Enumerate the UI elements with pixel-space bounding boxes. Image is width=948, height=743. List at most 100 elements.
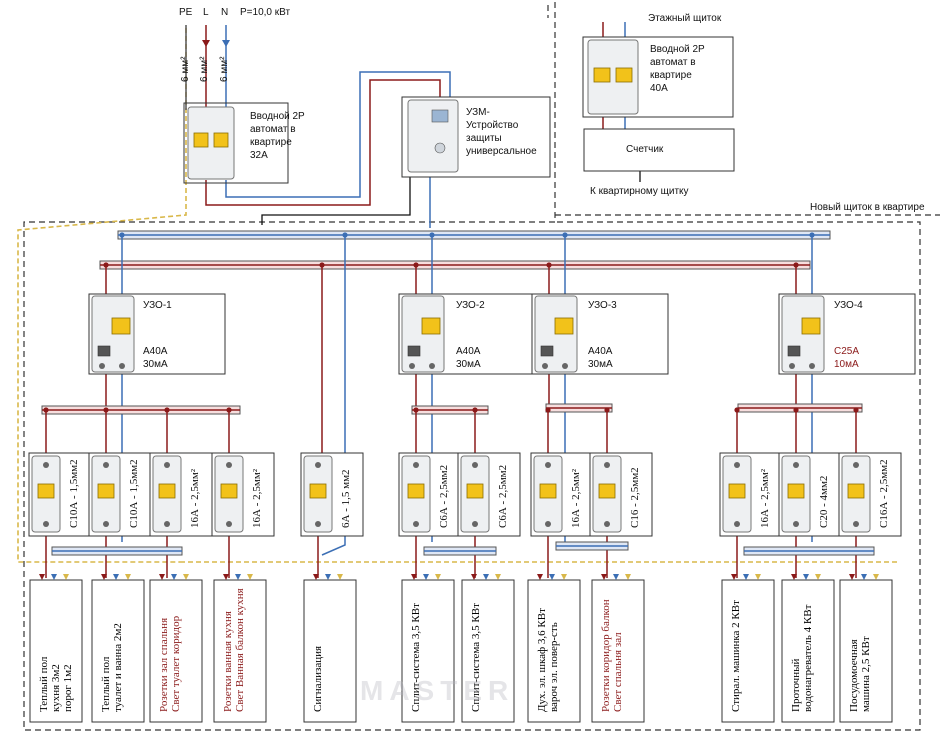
bus-tap-n-4 (809, 232, 815, 238)
breaker-1-label: С10А - 1,5мм2 (68, 459, 80, 528)
breaker-11-terminal-bottom (793, 521, 799, 527)
uzm-label: УЗМ- Устройство защиты универсальное (466, 107, 537, 157)
breaker-12-terminal-bottom (853, 521, 859, 527)
breaker-10-handle (728, 483, 746, 499)
breaker-5-handle (309, 483, 327, 499)
load-4-pin-1 (223, 574, 229, 580)
floor-breaker-body (587, 39, 639, 115)
n-label: N (221, 7, 229, 18)
rcd-3-test-window (540, 345, 554, 357)
load-4-line2: Свет Ванная балкон кухня (234, 588, 246, 712)
load-4-line1: Розетки ванная кухня (222, 611, 234, 712)
load-3-box (149, 579, 203, 723)
load-2-box (91, 579, 145, 723)
rcd-2-rating: А40А 30мА (456, 346, 481, 370)
breaker-10-label: 16А - 2,5мм² (759, 468, 771, 528)
load-12-pin-2 (861, 574, 867, 580)
breaker-2-terminal-top (103, 462, 109, 468)
breaker-9-handle (598, 483, 616, 499)
load-11-line1: Проточный (790, 658, 802, 712)
load-11-line2: водонагреватель 4 КВт (802, 604, 814, 712)
load-10-pin-1 (731, 574, 737, 580)
rcd-3-terminal-1 (542, 363, 548, 369)
alarm-feed-n (321, 235, 346, 556)
meter-label: Счетчик (626, 144, 664, 155)
new-panel-label: Новый щиток в квартире (810, 202, 925, 213)
load-5-pin-1 (313, 574, 319, 580)
floor-breaker-handle-1 (593, 67, 611, 83)
load-3-pin-3 (183, 574, 189, 580)
main-breaker-frame (183, 102, 289, 184)
floor-panel-title: Этажный щиток (648, 13, 722, 24)
breaker-11-label: С20 - 4мм2 (818, 475, 830, 528)
load-8-pin-1 (537, 574, 543, 580)
breaker-10-terminal-bottom (734, 521, 740, 527)
load-5-pin-3 (337, 574, 343, 580)
breaker-7-terminal-top (472, 462, 478, 468)
rcd-1-handle (111, 317, 131, 335)
bus-tap-n-3 (562, 232, 568, 238)
pe-label: PE (179, 7, 193, 18)
breaker-8-comb-tap (545, 407, 551, 413)
load-5-line1: Сигнализация (312, 645, 324, 712)
rcd-3-rating: А40А 30мА (588, 346, 613, 370)
rcd-3-terminal-2 (562, 363, 568, 369)
load-3-pin-2 (171, 574, 177, 580)
load-11-box (781, 579, 835, 723)
bus-tap-alarm-l (319, 262, 325, 268)
breaker-11-handle (787, 483, 805, 499)
load-1-pin-1 (39, 574, 45, 580)
load-9-pin-1 (601, 574, 607, 580)
load-1-line2: кухня 3м2 (50, 664, 62, 712)
load-6-pin-3 (435, 574, 441, 580)
breaker-9-label: С16 - 2,5мм2 (629, 467, 641, 528)
breaker-4-label: 16А - 2,5мм² (251, 468, 263, 528)
panel-boundary (23, 2, 921, 731)
pe-line (17, 28, 187, 563)
breaker-3-handle (158, 483, 176, 499)
load-7-pin-1 (471, 574, 477, 580)
breaker-8-handle (539, 483, 557, 499)
floor-breaker-handle-2 (615, 67, 633, 83)
rcd-4-name: УЗО-4 (834, 300, 863, 311)
rcd-1-rating: А40А 30мА (143, 346, 168, 370)
cable-pe-label: 6 мм² (180, 56, 191, 82)
rcd-1-test-window (97, 345, 111, 357)
main-breaker-body (187, 106, 235, 180)
load-10-label: Стирал. машинка 2 КВт (730, 600, 742, 712)
load-10-pin-3 (755, 574, 761, 580)
load-6-pin-2 (423, 574, 429, 580)
breaker-5-terminal-bottom (315, 521, 321, 527)
bus-tap-l-1 (103, 262, 109, 268)
breaker-3-label: 16А - 2,5мм² (189, 468, 201, 528)
rcd-4-terminal-1 (789, 363, 795, 369)
breaker-8-label: 16А - 2,5мм² (570, 468, 582, 528)
to-apartment-label: К квартирному щитку (590, 186, 689, 197)
breaker-1-terminal-top (43, 462, 49, 468)
rcd-4-terminal-2 (809, 363, 815, 369)
breaker-2-comb-tap (103, 407, 109, 413)
breaker-2-terminal-bottom (103, 521, 109, 527)
rcd-1-name: УЗО-1 (143, 300, 172, 311)
load-4-box (213, 579, 267, 723)
load-8-line1: Дух. эл. шкаф 3,6 КВт (536, 608, 548, 712)
load-1-line3: порог 1м2 (62, 664, 74, 712)
breaker-4-comb-tap (226, 407, 232, 413)
n-to-uzm (225, 71, 451, 198)
rcd-4-rating: С25А 10мА (834, 346, 860, 370)
cable-n-label: 6 мм² (219, 56, 230, 82)
breaker-3-terminal-top (164, 462, 170, 468)
breaker-11-comb-tap (793, 407, 799, 413)
uzm-out-l (261, 175, 411, 225)
load-1-line1: Теплый пол (38, 656, 50, 712)
load-4-pin-3 (247, 574, 253, 580)
rcd-4-test-window (787, 345, 801, 357)
breaker-9-terminal-top (604, 462, 610, 468)
breaker-6-handle (407, 483, 425, 499)
